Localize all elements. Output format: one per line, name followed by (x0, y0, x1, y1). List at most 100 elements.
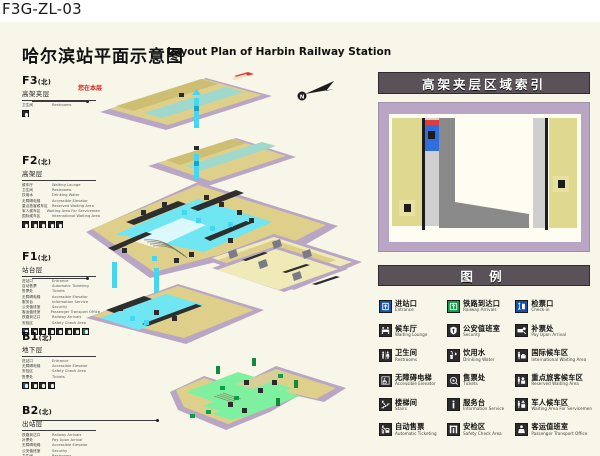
legend-label-en: Stairs (395, 405, 407, 411)
floor-slab-b1 (86, 284, 264, 344)
service-zh: 卫生间 (22, 188, 34, 193)
information-service-icon (56, 327, 63, 335)
legend-label-zh: 补票处 (531, 323, 554, 333)
service-zh: 国际候车区 (22, 214, 41, 219)
service-en: Information Service (52, 299, 89, 304)
legend-label-en: Information Service (463, 405, 505, 411)
service-zh: 饮用水 (22, 193, 34, 198)
service-zh: 卫生间 (22, 453, 34, 456)
service-en: Safety Check Area (52, 369, 86, 374)
legend-label-zh: 军人候车区 (531, 397, 569, 407)
legend-label-en: Drinking Water (463, 356, 495, 362)
service-en: Accessible Elevator (52, 198, 88, 203)
floor-service-row: 自动售票 Automatic Ticketing (22, 284, 100, 289)
service-en: Entrance (52, 359, 69, 363)
service-en: Tickets (52, 289, 65, 294)
service-zh: 补票处 (22, 438, 34, 443)
safety-check-icon (447, 423, 461, 437)
floor-slab-f1 (86, 182, 362, 292)
floor-block-f3: F3(北) 高架夹层 您在本层 卫生间 Restrooms (22, 74, 102, 118)
service-en: International Waiting Area (51, 214, 100, 219)
service-zh: 无障碍电梯 (22, 294, 41, 299)
floor-service-row: 国际候车区 International Waiting Area (22, 214, 100, 219)
legend-label-en: Waiting Area For Servicemen (531, 405, 592, 411)
automatic-ticketing-icon (379, 423, 392, 437)
divider (22, 430, 96, 431)
divider (22, 180, 96, 181)
legend-label-zh: 铁路到达口 (463, 299, 501, 309)
legend-panel-title: 图 例 (460, 269, 508, 284)
service-en: Reserved Waiting Area (52, 203, 94, 208)
service-zh: 安检区 (22, 369, 34, 374)
waiting-lounge-icon (379, 324, 392, 338)
floor-code-f2: F2(北) (22, 154, 52, 167)
service-zh: 进站口 (22, 359, 34, 363)
service-zh: 公安值班室 (22, 305, 41, 310)
floor-name-b2: 出站层 (22, 420, 43, 428)
tickets-icon (447, 373, 461, 387)
automatic-ticketing-icon (30, 327, 38, 335)
floor-slab-f2 (148, 138, 296, 186)
service-en: Automatic Ticketing (52, 284, 89, 289)
leader-dot-f1 (86, 277, 89, 280)
floor-slab-f3 (100, 72, 272, 130)
legend-label-en: Reserved Waiting Area (531, 381, 579, 387)
legend-label-en: Automatic Ticketing (395, 430, 437, 436)
entrance-icon (22, 381, 29, 389)
service-en: Safety Check Area (52, 320, 86, 325)
service-zh: 售票处 (22, 374, 34, 379)
file-caption: F3G-ZL-03 (2, 0, 82, 18)
drinking-water-icon (447, 349, 461, 363)
divider (22, 276, 96, 277)
security-icon (64, 327, 72, 335)
service-en: Waiting Lounge (52, 183, 81, 187)
leader-line-f1 (32, 278, 88, 279)
legend-label-zh: 无障碍电梯 (395, 373, 432, 383)
service-zh: 客运值班室 (22, 310, 41, 315)
legend-label-en: Railway Arrivals (463, 307, 497, 313)
entrance-icon (22, 327, 29, 335)
floor-service-row: 进站口 Entrance (22, 359, 100, 364)
legend-label-zh: 客运值班室 (531, 422, 569, 432)
index-panel-title: 高架夹层区域索引 (421, 76, 546, 92)
legend-label-en: Restrooms (395, 356, 418, 362)
reserved-waiting-icon (515, 373, 529, 387)
servicemen-waiting-icon (515, 398, 529, 412)
isometric-floor-stack (86, 62, 366, 452)
legend-label-zh: 售票处 (463, 373, 486, 383)
poster-body: 哈尔滨站平面示意图 Layout Plan of Harbin Railway … (0, 22, 600, 456)
security-icon (447, 324, 461, 338)
legend-label-en: Waiting Lounge (395, 331, 428, 337)
tickets-icon (47, 381, 55, 389)
divider (22, 100, 96, 101)
service-zh: 自动售票 (22, 284, 37, 289)
service-zh: 服务台 (22, 299, 34, 304)
legend-label-en: Passenger Transport Office (531, 430, 588, 436)
accessible-elevator-icon (379, 373, 392, 387)
legend-label-en: Entrance (395, 307, 414, 313)
compass-rose: N (296, 80, 336, 106)
legend-label-zh: 公安值班室 (463, 323, 501, 333)
service-zh: 售票处 (22, 289, 34, 294)
pay-upon-arrival-icon (515, 324, 529, 338)
service-en: Restrooms (52, 188, 72, 193)
